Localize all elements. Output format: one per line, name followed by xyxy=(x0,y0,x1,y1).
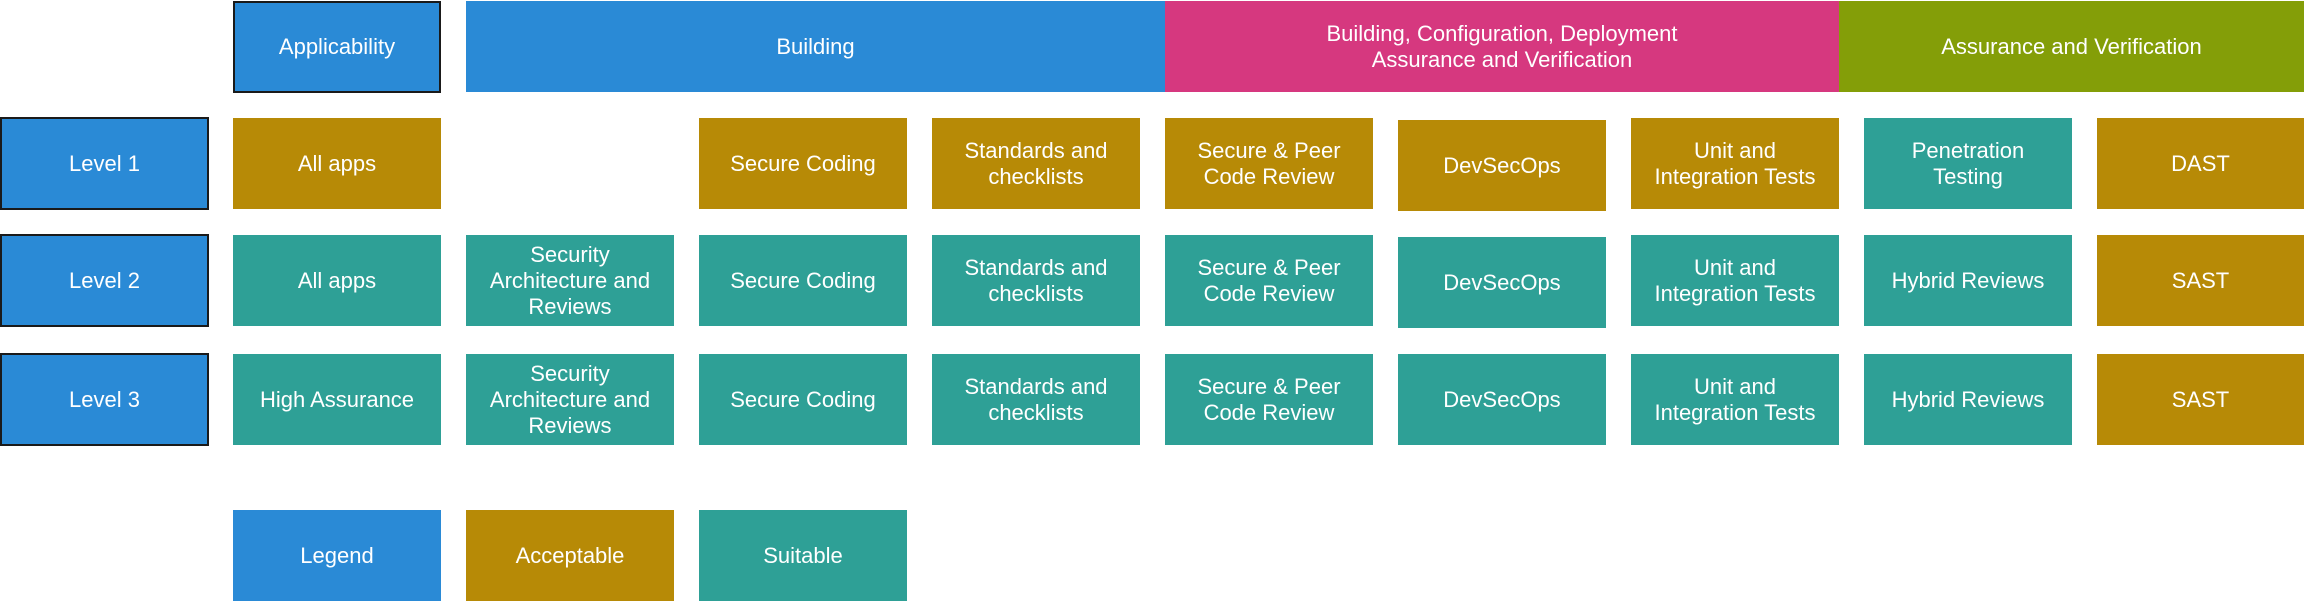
level-1-secure-coding: Secure Coding xyxy=(699,118,907,209)
level-1-label: Level 1 xyxy=(0,117,209,210)
level-3-standards-checklists: Standards and checklists xyxy=(932,354,1140,445)
level-3-security-architecture: Security Architecture and Reviews xyxy=(466,354,674,445)
level-2-label: Level 2 xyxy=(0,234,209,327)
level-1-devsecops: DevSecOps xyxy=(1398,120,1606,211)
level-2-hybrid-reviews: Hybrid Reviews xyxy=(1864,235,2072,326)
level-3-secure-coding: Secure Coding xyxy=(699,354,907,445)
level-1-applicability: All apps xyxy=(233,118,441,209)
level-1-dast: DAST xyxy=(2097,118,2304,209)
level-1-standards-checklists: Standards and checklists xyxy=(932,118,1140,209)
level-2-unit-integration-tests: Unit and Integration Tests xyxy=(1631,235,1839,326)
level-3-label: Level 3 xyxy=(0,353,209,446)
legend-suitable: Suitable xyxy=(699,510,907,601)
level-3-unit-integration-tests: Unit and Integration Tests xyxy=(1631,354,1839,445)
level-2-security-architecture: Security Architecture and Reviews xyxy=(466,235,674,326)
level-1-penetration-testing: Penetration Testing xyxy=(1864,118,2072,209)
level-3-sast: SAST xyxy=(2097,354,2304,445)
level-3-devsecops: DevSecOps xyxy=(1398,354,1606,445)
level-3-peer-code-review: Secure & Peer Code Review xyxy=(1165,354,1373,445)
level-2-sast: SAST xyxy=(2097,235,2304,326)
level-2-applicability: All apps xyxy=(233,235,441,326)
level-2-peer-code-review: Secure & Peer Code Review xyxy=(1165,235,1373,326)
level-2-secure-coding: Secure Coding xyxy=(699,235,907,326)
header-applicability: Applicability xyxy=(233,1,441,93)
header-assurance-verification: Assurance and Verification xyxy=(1839,1,2304,92)
level-3-hybrid-reviews: Hybrid Reviews xyxy=(1864,354,2072,445)
legend-title: Legend xyxy=(233,510,441,601)
level-3-applicability: High Assurance xyxy=(233,354,441,445)
level-2-standards-checklists: Standards and checklists xyxy=(932,235,1140,326)
header-building-config-deployment: Building, Configuration, Deployment Assu… xyxy=(1165,1,1839,92)
level-1-peer-code-review: Secure & Peer Code Review xyxy=(1165,118,1373,209)
level-2-devsecops: DevSecOps xyxy=(1398,237,1606,328)
legend-acceptable: Acceptable xyxy=(466,510,674,601)
header-building: Building xyxy=(466,1,1165,92)
level-1-unit-integration-tests: Unit and Integration Tests xyxy=(1631,118,1839,209)
